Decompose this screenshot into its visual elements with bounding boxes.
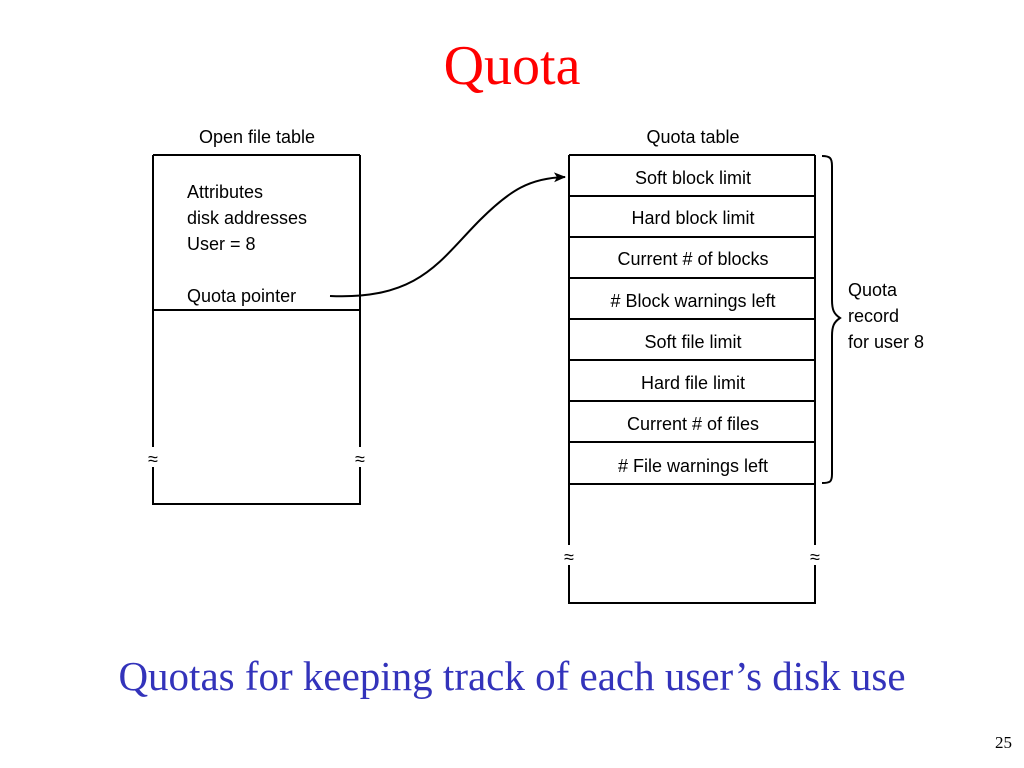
slide-caption: Quotas for keeping track of each user’s …: [118, 653, 906, 699]
open-file-table: Open file table Attributes disk addresse…: [148, 127, 365, 505]
quota-row-soft-file-limit: Soft file limit: [644, 332, 741, 352]
quota-row-current-files: Current # of files: [627, 414, 759, 434]
open-file-user-line: User = 8: [187, 234, 256, 254]
quota-row-block-warnings: # Block warnings left: [610, 291, 775, 311]
page-number: 25: [995, 733, 1012, 752]
quota-table: Quota table Soft block limit Hard block …: [564, 127, 820, 604]
open-file-disk-addresses-line: disk addresses: [187, 208, 307, 228]
open-file-table-frame: [152, 154, 361, 505]
quota-row-current-blocks: Current # of blocks: [617, 249, 768, 269]
quota-table-frame: [568, 154, 816, 604]
quota-table-label: Quota table: [646, 127, 739, 147]
quota-record-label-line-1: Quota: [848, 280, 898, 300]
quota-record-brace: [821, 155, 842, 484]
quota-row-hard-block-limit: Hard block limit: [631, 208, 754, 228]
break-symbol-left-2: ≈: [355, 449, 365, 469]
open-file-attributes-line: Attributes: [187, 182, 263, 202]
quota-record-label-line-2: record: [848, 306, 899, 326]
break-symbol-right-2: ≈: [810, 547, 820, 567]
open-file-table-label: Open file table: [199, 127, 315, 147]
quota-record-label-line-3: for user 8: [848, 332, 924, 352]
quota-table-row-dividers: [569, 195, 815, 485]
quota-pointer-label: Quota pointer: [187, 286, 296, 306]
quota-row-file-warnings: # File warnings left: [618, 456, 768, 476]
quota-pointer-arrow: [329, 172, 566, 298]
quota-record-label: Quota record for user 8: [848, 280, 924, 352]
break-symbol-left-1: ≈: [148, 449, 158, 469]
quota-row-hard-file-limit: Hard file limit: [641, 373, 745, 393]
slide-title: Quota: [443, 35, 581, 97]
break-symbol-right-1: ≈: [564, 547, 574, 567]
quota-row-soft-block-limit: Soft block limit: [635, 168, 751, 188]
